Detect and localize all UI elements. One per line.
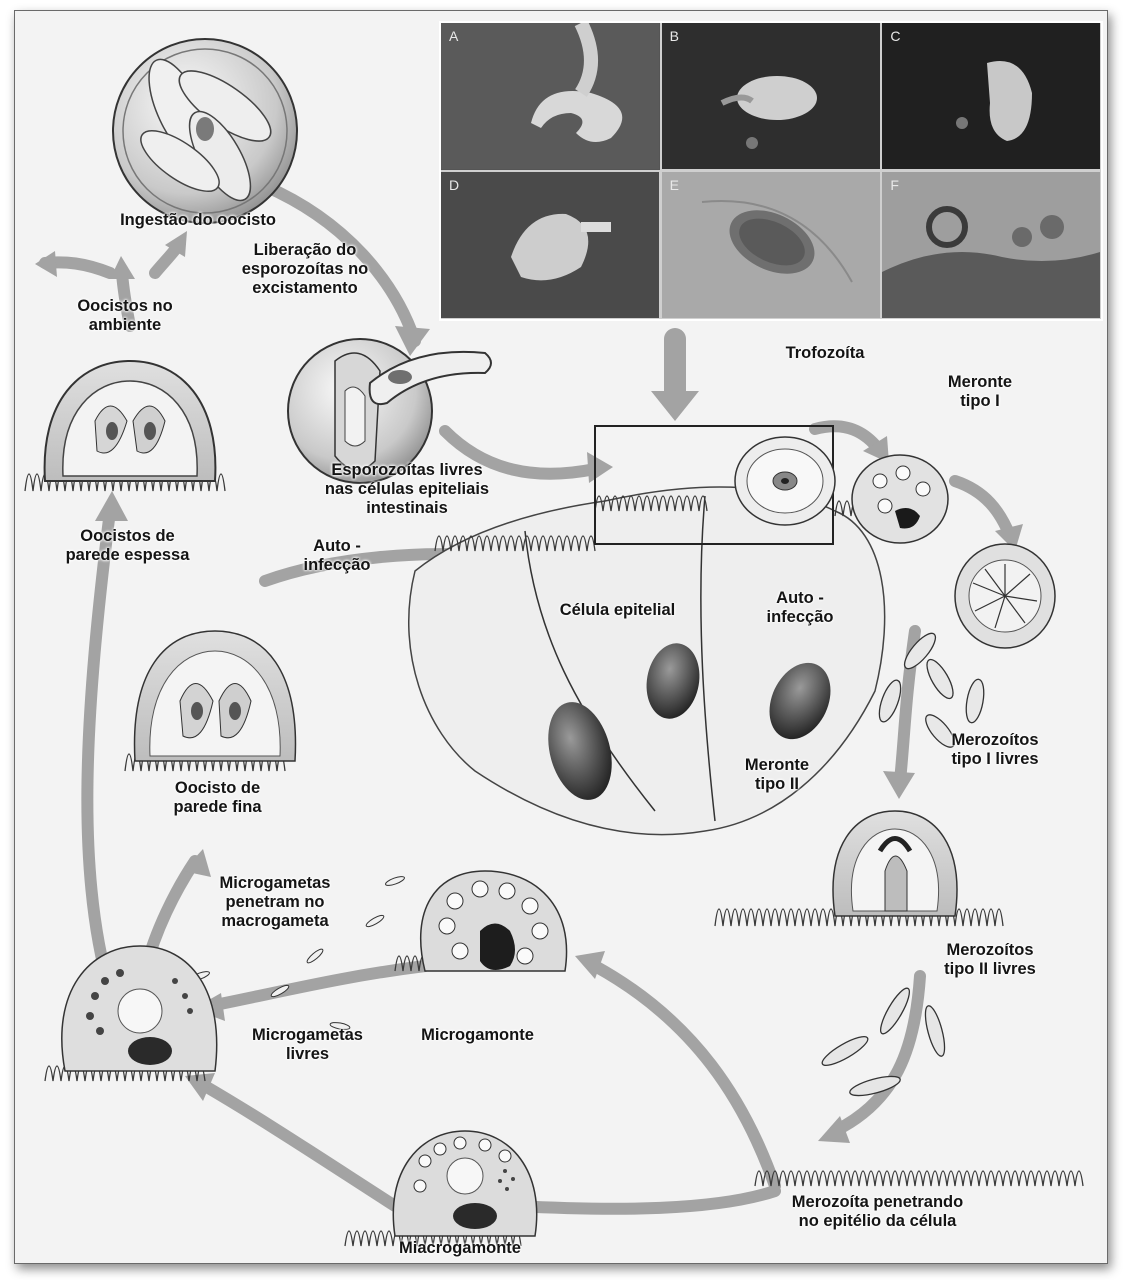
label-meronte-tipo2: Meronte tipo II bbox=[727, 756, 827, 794]
thick-wall-oocyst bbox=[45, 361, 216, 481]
label-microgametas-livres: Microgametas livres bbox=[245, 1026, 370, 1064]
ingested-oocyst bbox=[113, 39, 297, 223]
arrow-meronte1-to-meronte2 bbox=[955, 481, 1010, 536]
label-trofozoita: Trofozoíta bbox=[770, 344, 880, 363]
micrograph-c: C bbox=[882, 23, 1101, 170]
micrograph-e: E bbox=[662, 172, 881, 319]
label-microgamonte: Microgamonte bbox=[410, 1026, 545, 1045]
arrow-to-microgamonte bbox=[595, 966, 775, 1186]
panel-label-c: C bbox=[890, 28, 900, 44]
arrow-miacro-to-macro bbox=[205, 1086, 395, 1206]
thin-wall-oocyst bbox=[135, 631, 296, 761]
label-liberacao: Liberação do esporozoítas no excistament… bbox=[220, 241, 390, 298]
meronte-rosette bbox=[955, 544, 1055, 648]
label-merozoita-penetrando: Merozoíta penetrando no epitélio da célu… bbox=[760, 1193, 995, 1231]
label-auto-infeccao-center: Auto - infecção bbox=[750, 589, 850, 627]
micrograph-d: D bbox=[441, 172, 660, 319]
arrow-big-left bbox=[87, 511, 110, 991]
label-celula-epitelial: Célula epitelial bbox=[535, 601, 700, 620]
micrograph-a: A bbox=[441, 23, 660, 170]
label-auto-infeccao-left: Auto - infecção bbox=[287, 537, 387, 575]
figure-frame: A B C D E bbox=[14, 10, 1108, 1264]
micrograph-panel: A B C D E bbox=[439, 21, 1103, 321]
meronte-type-1 bbox=[852, 455, 948, 543]
miacrogamonte-cell bbox=[393, 1131, 536, 1236]
label-merozoitos-tipo1: Merozoítos tipo I livres bbox=[930, 731, 1060, 769]
panel-label-d: D bbox=[449, 177, 459, 193]
label-oocistos-ambiente: Oocistos no ambiente bbox=[70, 297, 180, 335]
label-microgametas-penetram: Microgametas penetram no macrogameta bbox=[185, 874, 365, 931]
micrograph-f: F bbox=[882, 172, 1101, 319]
label-esporozoitas-livres: Esporozoítas livres nas células epitelia… bbox=[307, 461, 507, 518]
panel-label-f: F bbox=[890, 177, 899, 193]
merozoites-type-2 bbox=[819, 985, 949, 1100]
label-ingestao: Ingestão do oocisto bbox=[88, 211, 308, 230]
macrogamete bbox=[62, 946, 217, 1071]
panel-label-b: B bbox=[670, 28, 679, 44]
meronte-type-2 bbox=[833, 811, 957, 916]
microgamonte bbox=[421, 871, 567, 971]
micrograph-b: B bbox=[662, 23, 881, 170]
label-merozoitos-tipo2: Merozoítos tipo II livres bbox=[920, 941, 1060, 979]
label-oocisto-parede-fina: Oocisto de parede fina bbox=[145, 779, 290, 817]
panel-label-a: A bbox=[449, 28, 458, 44]
label-oocistos-parede-espessa: Oocistos de parede espessa bbox=[40, 527, 215, 565]
arrow-to-miacrogamonte bbox=[515, 1191, 775, 1209]
label-meronte-tipo1: Meronte tipo I bbox=[930, 373, 1030, 411]
panel-label-e: E bbox=[670, 177, 679, 193]
arrow-microgamonte-to-macro bbox=[210, 966, 425, 1006]
label-miacrogamonte: Miacrogamonte bbox=[380, 1239, 540, 1258]
